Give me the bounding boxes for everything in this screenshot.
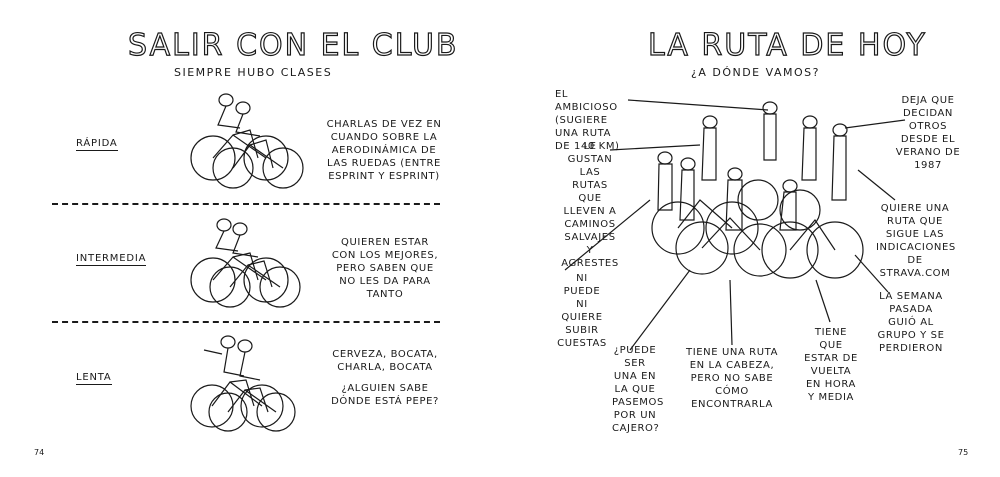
slow-cyclists-illustration <box>190 335 296 432</box>
row-label-rapida: RÁPIDA <box>76 138 118 151</box>
annotation-vuelta: TIENE QUE ESTAR DE VUELTA EN HORA Y MEDI… <box>804 327 858 403</box>
row-desc-lenta-1: CERVEZA, BOCATA, CHARLA, BOCATA <box>332 349 438 373</box>
divider <box>52 321 440 323</box>
row-label-lenta: LENTA <box>76 372 112 385</box>
row-label-intermedia: INTERMEDIA <box>76 253 147 266</box>
right-subtitle: ¿A DÓNDE VAMOS? <box>691 66 820 79</box>
annotation-decidan: DEJA QUE DECIDAN OTROS DESDE EL VERANO D… <box>895 95 961 171</box>
annotation-strava: QUIERE UNA RUTA QUE SIGUE LAS INDICACION… <box>876 203 956 279</box>
row-desc-rapida: CHARLAS DE VEZ EN CUANDO SOBRE LA AERODI… <box>326 119 442 182</box>
fast-cyclists-illustration <box>190 93 304 189</box>
left-page: SALIR CON EL CLUB SIEMPRE HUBO CLASES RÁ… <box>34 27 459 457</box>
annotation-cajero: ¿PUEDE SER UNA EN LA QUE PASEMOS POR UN … <box>612 345 664 434</box>
right-title: LA RUTA DE HOY <box>647 27 927 63</box>
annotation-arrows <box>564 99 906 351</box>
annotation-cuestas: NI PUEDE NI QUIERE SUBIR CUESTAS <box>557 273 607 349</box>
row-desc-intermedia: QUIEREN ESTAR CON LOS MEJORES, PERO SABE… <box>331 237 439 300</box>
page-number-left: 74 <box>34 448 45 457</box>
annotation-caminos: LE GUSTAN LAS RUTAS QUE LLEVEN A CAMINOS… <box>561 141 619 269</box>
annotation-ambicioso: EL AMBICIOSO (SUGIERE UNA RUTA DE 140 KM… <box>555 89 620 152</box>
intermediate-cyclists-illustration <box>190 218 301 308</box>
divider <box>52 203 440 205</box>
annotation-cabeza: TIENE UNA RUTA EN LA CABEZA, PERO NO SAB… <box>686 347 779 410</box>
row-desc-lenta-2: ¿ALGUIEN SABE DÓNDE ESTÁ PEPE? <box>331 383 439 407</box>
annotation-semana: LA SEMANA PASADA GUIÓ AL GRUPO Y SE PERD… <box>877 291 945 354</box>
group-cyclists-illustration <box>651 101 864 279</box>
left-title: SALIR CON EL CLUB <box>127 27 459 63</box>
page-number-right: 75 <box>958 448 969 457</box>
right-page: LA RUTA DE HOY ¿A DÓNDE VAMOS? EL AMBICI… <box>500 0 1000 477</box>
left-subtitle: SIEMPRE HUBO CLASES <box>174 66 333 79</box>
row-desc-lenta: CERVEZA, BOCATA, CHARLA, BOCATA ¿ALGUIEN… <box>330 348 440 408</box>
